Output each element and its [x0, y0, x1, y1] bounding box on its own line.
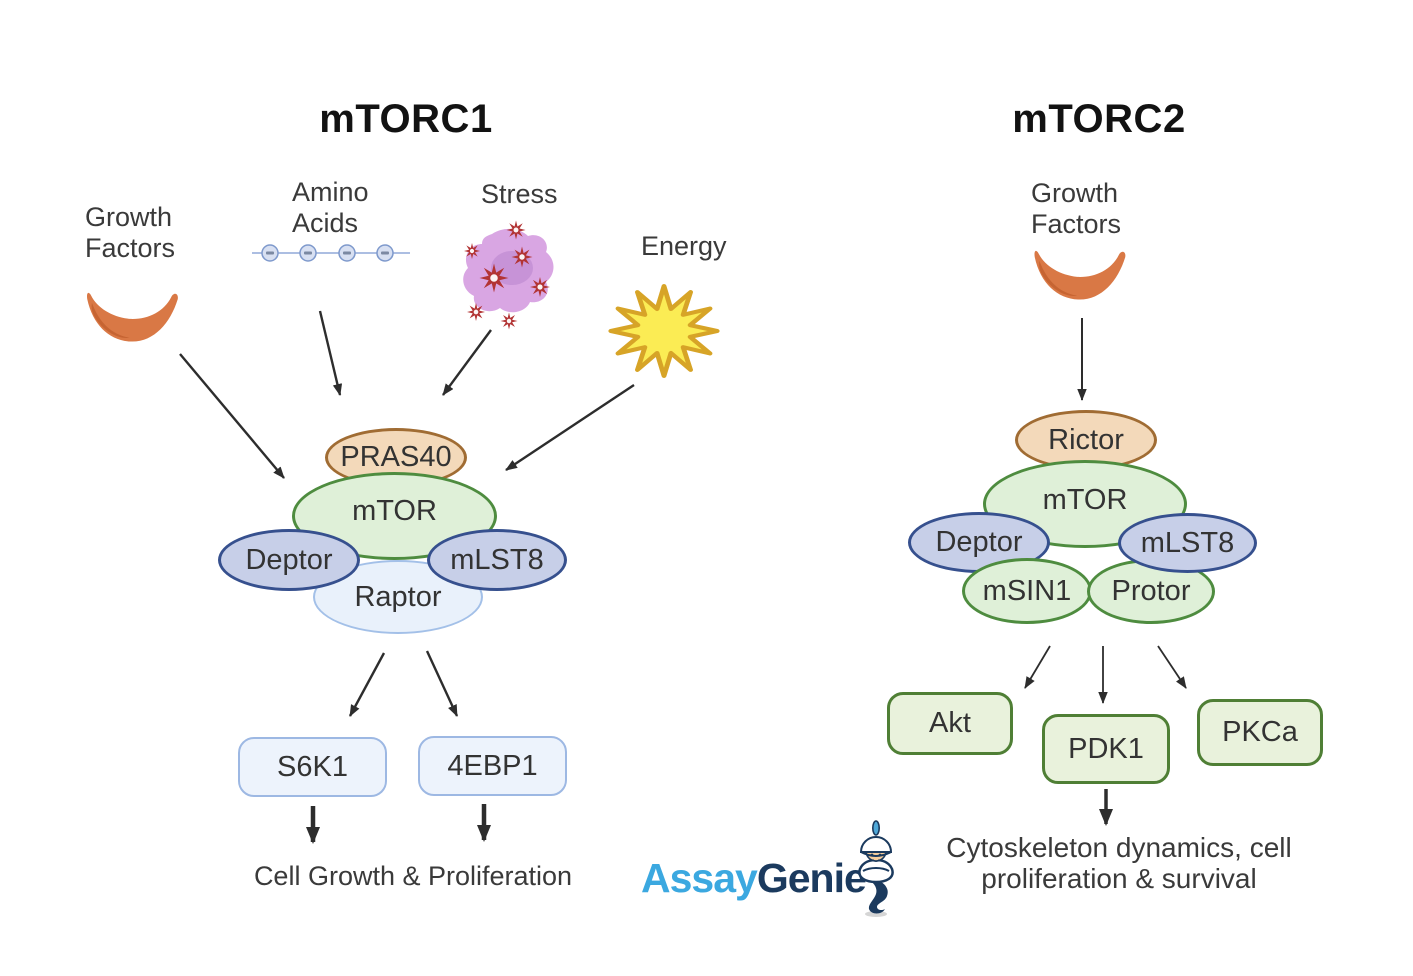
mtorc2-title: mTORC2	[1012, 97, 1186, 141]
arrow-energy-to-mtorc1	[505, 384, 635, 471]
brand-name-part1: Assay	[641, 855, 758, 901]
growth-factor-icon	[80, 284, 185, 350]
amino-acid-chain-icon	[252, 240, 410, 266]
arrow-mtorc2-to-pkca	[1157, 645, 1187, 689]
arrow-mtorc2-to-akt	[1024, 645, 1051, 689]
akt-box: Akt	[887, 692, 1013, 755]
growth-factors-label-2: Growth Factors	[1031, 178, 1122, 239]
arrow-raptor-to-s6k1	[348, 652, 386, 717]
growth-factors-label-1: Growth Factors	[85, 202, 176, 263]
pdk1-box: PDK1	[1042, 714, 1170, 784]
mtorc2-outcome-text: Cytoskeleton dynamics, cell proliferatio…	[946, 832, 1292, 894]
amino-acids-label: Amino Acids	[292, 177, 369, 238]
pkca-box: PKCa	[1197, 699, 1323, 766]
arrow-growth-factors-to-mtorc1	[179, 353, 285, 479]
stress-icon	[452, 220, 574, 332]
arrow-stress-to-mtorc1	[442, 329, 492, 396]
protor-node: Protor	[1087, 559, 1215, 624]
genie-mascot-icon	[846, 818, 906, 918]
mlst8-node-mtorc1: mLST8	[427, 529, 567, 591]
deptor-node-mtorc1: Deptor	[218, 529, 360, 591]
stress-label: Stress	[481, 179, 558, 209]
mlst8-node-mtorc2: mLST8	[1118, 513, 1257, 573]
mtorc1-title: mTORC1	[319, 97, 493, 141]
arrow-amino-acids-to-mtorc1	[318, 310, 343, 396]
mtor-node-mtorc1: mTOR	[292, 472, 497, 560]
msin1-node: mSIN1	[962, 558, 1092, 624]
energy-icon	[606, 282, 722, 380]
arrow-raptor-to-4ebp1	[425, 650, 459, 717]
brand-name-part2: Genie	[756, 855, 867, 901]
s6k1-box: S6K1	[238, 737, 387, 797]
growth-factor-icon-2	[1026, 242, 1134, 308]
4ebp1-box: 4EBP1	[418, 736, 567, 796]
brand-logo: AssayGenie	[641, 855, 867, 902]
mtorc1-outcome-text: Cell Growth & Proliferation	[253, 861, 573, 891]
energy-label: Energy	[641, 231, 727, 261]
